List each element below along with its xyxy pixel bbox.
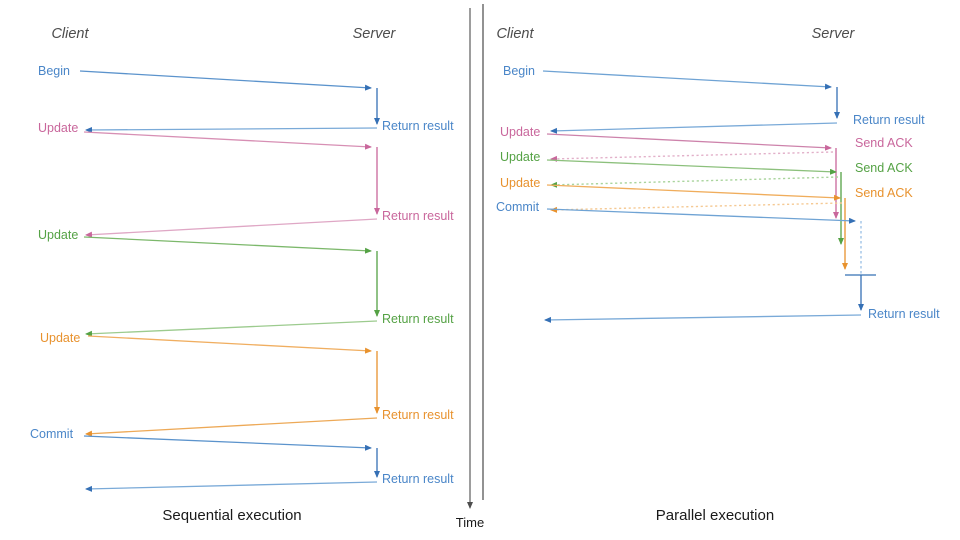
seq-begin-response-arrow xyxy=(85,126,378,133)
seq-update3-request-arrow xyxy=(87,335,372,354)
caption-sequential: Sequential execution xyxy=(162,507,301,524)
par-label-send-ack-3: Send ACK xyxy=(855,186,913,200)
par-flow-commit: Commit Return result xyxy=(496,200,940,323)
seq-flow-update-3: Update Return result xyxy=(40,331,454,437)
seq-update3-response-arrow xyxy=(85,417,378,437)
par-commit-request-arrow xyxy=(546,208,856,224)
lane-title-server: Server xyxy=(353,26,397,42)
par-label-send-ack-2: Send ACK xyxy=(855,161,913,175)
par-label-return-result-bottom: Return result xyxy=(868,307,940,321)
par-update3-request-arrow xyxy=(546,184,841,201)
par-flow-begin: Begin Return result xyxy=(503,64,925,134)
par-label-update-2: Update xyxy=(500,150,540,164)
par-lane-title-client: Client xyxy=(496,26,534,42)
panel-sequential: Client Server Begin Return result Update… xyxy=(30,26,454,524)
time-axis-label: Time xyxy=(456,515,484,530)
seq-label-update-2: Update xyxy=(38,228,78,242)
seq-label-return-result-2: Return result xyxy=(382,209,454,223)
seq-update1-request-arrow xyxy=(83,131,372,150)
seq-flow-update-2: Update Return result xyxy=(38,228,454,337)
par-label-update-1: Update xyxy=(500,125,540,139)
par-update2-request-arrow xyxy=(546,159,837,175)
par-begin-request-arrow xyxy=(542,70,832,90)
par-final-return-arrow xyxy=(544,314,862,323)
seq-update2-response-arrow xyxy=(85,320,378,337)
seq-label-begin: Begin xyxy=(38,64,70,78)
par-lane-title-server: Server xyxy=(812,26,856,42)
par-update1-request-arrow xyxy=(546,133,832,151)
seq-update2-request-arrow xyxy=(83,236,372,254)
seq-label-commit: Commit xyxy=(30,427,74,441)
seq-begin-request-arrow xyxy=(79,70,372,91)
par-label-update-3: Update xyxy=(500,176,540,190)
seq-flow-commit: Commit Return result xyxy=(30,427,454,492)
seq-label-return-result-4: Return result xyxy=(382,408,454,422)
par-begin-response-arrow xyxy=(550,122,838,134)
par-update2-ack-arrow xyxy=(550,176,839,188)
seq-commit-response-arrow xyxy=(85,481,378,492)
seq-label-return-result-3: Return result xyxy=(382,312,454,326)
seq-flow-update-1: Update Return result xyxy=(38,121,454,238)
seq-label-update-1: Update xyxy=(38,121,78,135)
caption-parallel: Parallel execution xyxy=(656,507,774,524)
par-flow-update-1: Update Send ACK xyxy=(500,125,913,219)
par-flow-update-2: Update Send ACK xyxy=(500,150,913,245)
seq-update1-response-arrow xyxy=(85,218,378,238)
seq-flow-begin: Begin Return result xyxy=(38,64,454,133)
panel-parallel: Client Server Begin Return result Update… xyxy=(496,26,940,524)
par-label-send-ack-1: Send ACK xyxy=(855,136,913,150)
par-update1-ack-arrow xyxy=(550,151,834,162)
par-flow-update-3: Update Send ACK xyxy=(500,176,913,270)
par-update3-ack-arrow xyxy=(550,202,843,213)
seq-label-return-result-5: Return result xyxy=(382,472,454,486)
seq-label-return-result-1: Return result xyxy=(382,119,454,133)
seq-label-update-3: Update xyxy=(40,331,80,345)
par-label-commit: Commit xyxy=(496,200,540,214)
par-label-return-result-top: Return result xyxy=(853,113,925,127)
lane-title-client: Client xyxy=(51,26,89,42)
seq-commit-request-arrow xyxy=(83,435,372,451)
par-label-begin: Begin xyxy=(503,64,535,78)
